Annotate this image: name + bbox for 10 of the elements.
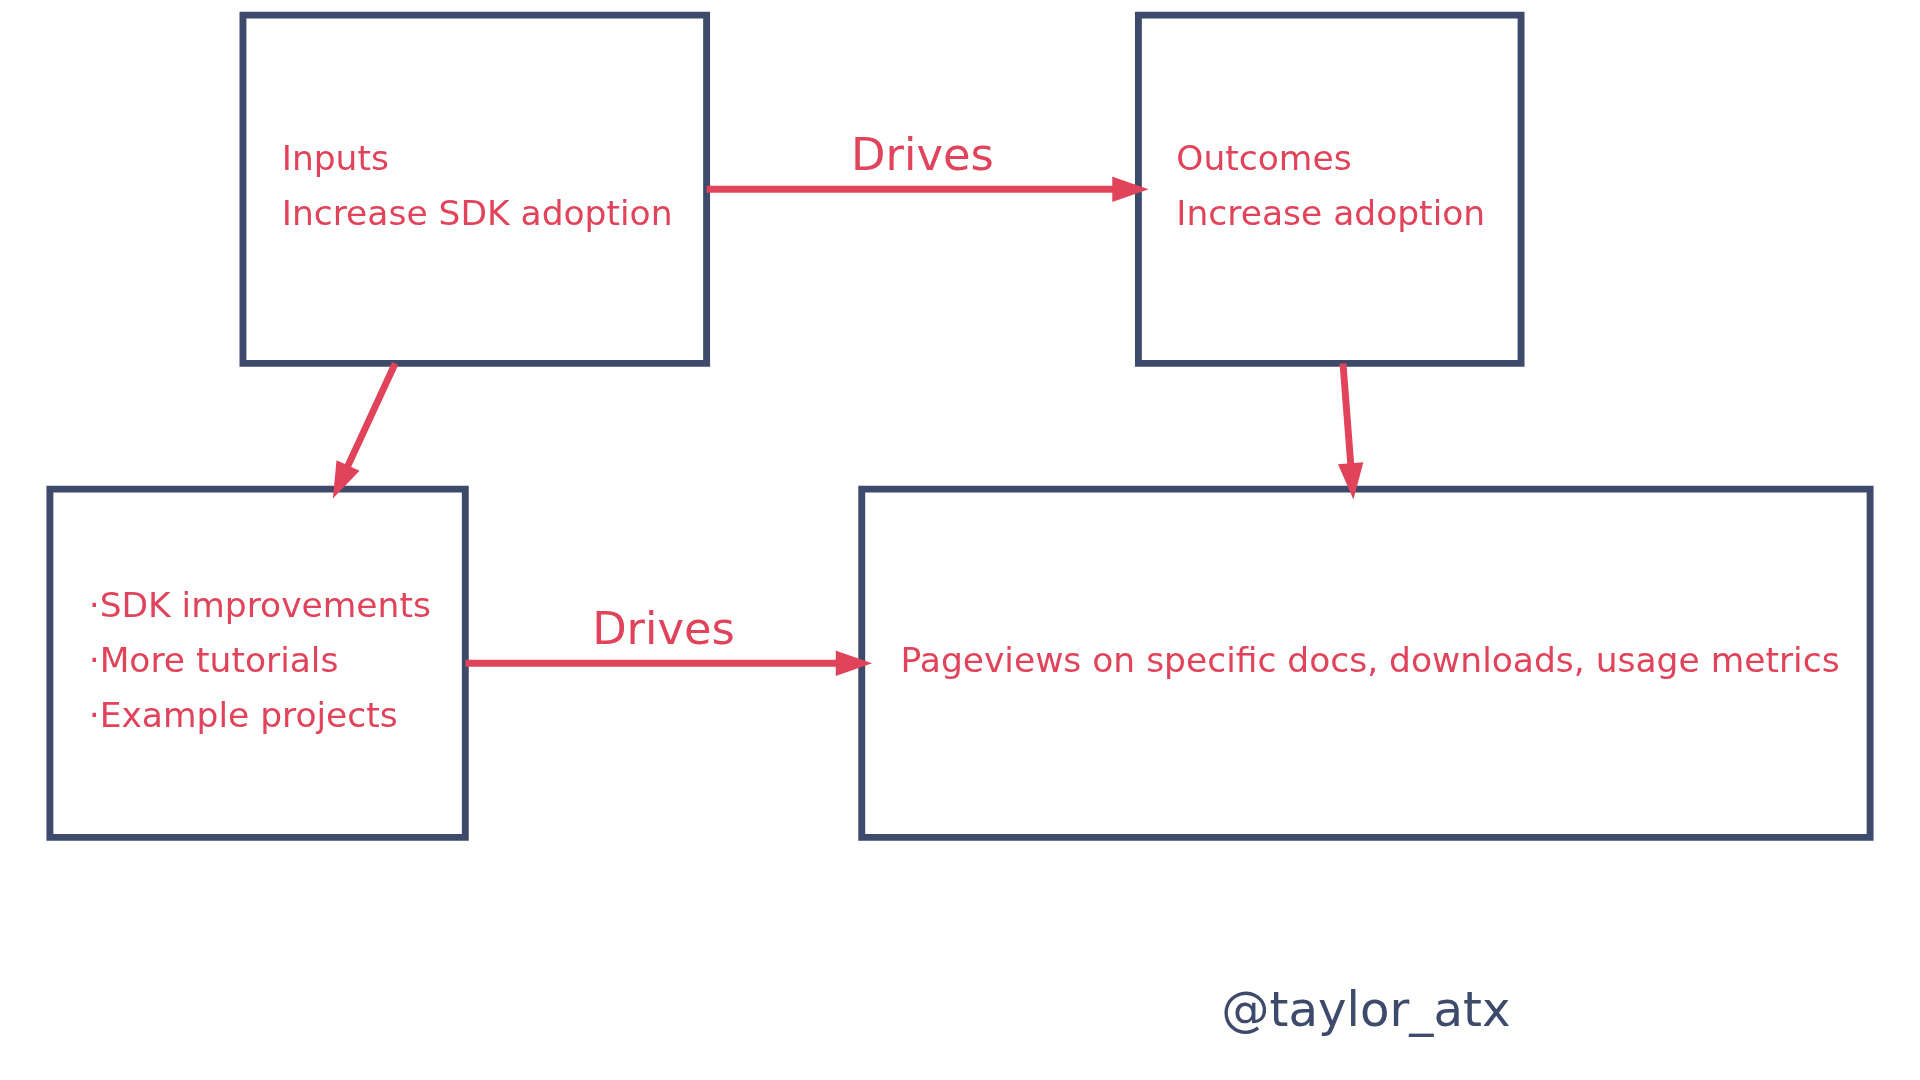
node-box: ·SDK improvements ·More tutorials ·Example projects — [46, 485, 469, 841]
arrow — [706, 176, 1149, 202]
edge-label: Drives — [592, 601, 735, 655]
node-box: Pageviews on specific docs, downloads, usage metrics — [858, 485, 1874, 841]
edge-label: Drives — [851, 127, 994, 181]
node-box: Outcomes Increase adoption — [1134, 11, 1525, 367]
arrow — [1338, 363, 1364, 500]
label: @taylor_atx — [1221, 980, 1511, 1037]
node-box: Inputs Increase SDK adoption — [239, 11, 711, 367]
arrow — [332, 362, 399, 499]
